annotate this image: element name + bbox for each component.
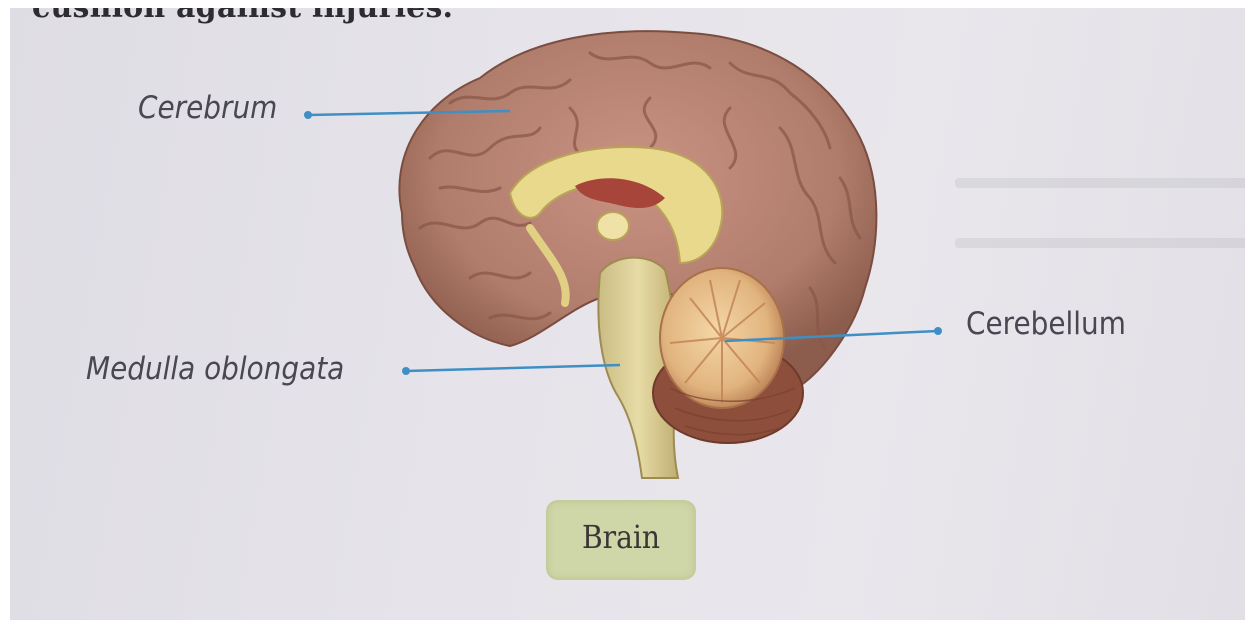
thalamus-shape (597, 212, 629, 240)
label-cerebrum: Cerebrum (138, 90, 277, 126)
medulla-leader-dot (402, 367, 410, 375)
label-medulla-oblongata: Medulla oblongata (86, 351, 344, 387)
caption-text: Brain (555, 518, 687, 556)
textbook-page: cushion against injuries. (10, 8, 1245, 620)
cerebrum-leader-dot (304, 111, 312, 119)
caption-box: Brain (546, 500, 696, 580)
medulla-leader-line (406, 365, 620, 371)
cerebellum-leader-dot (934, 327, 942, 335)
label-cerebellum: Cerebellum (966, 306, 1126, 342)
